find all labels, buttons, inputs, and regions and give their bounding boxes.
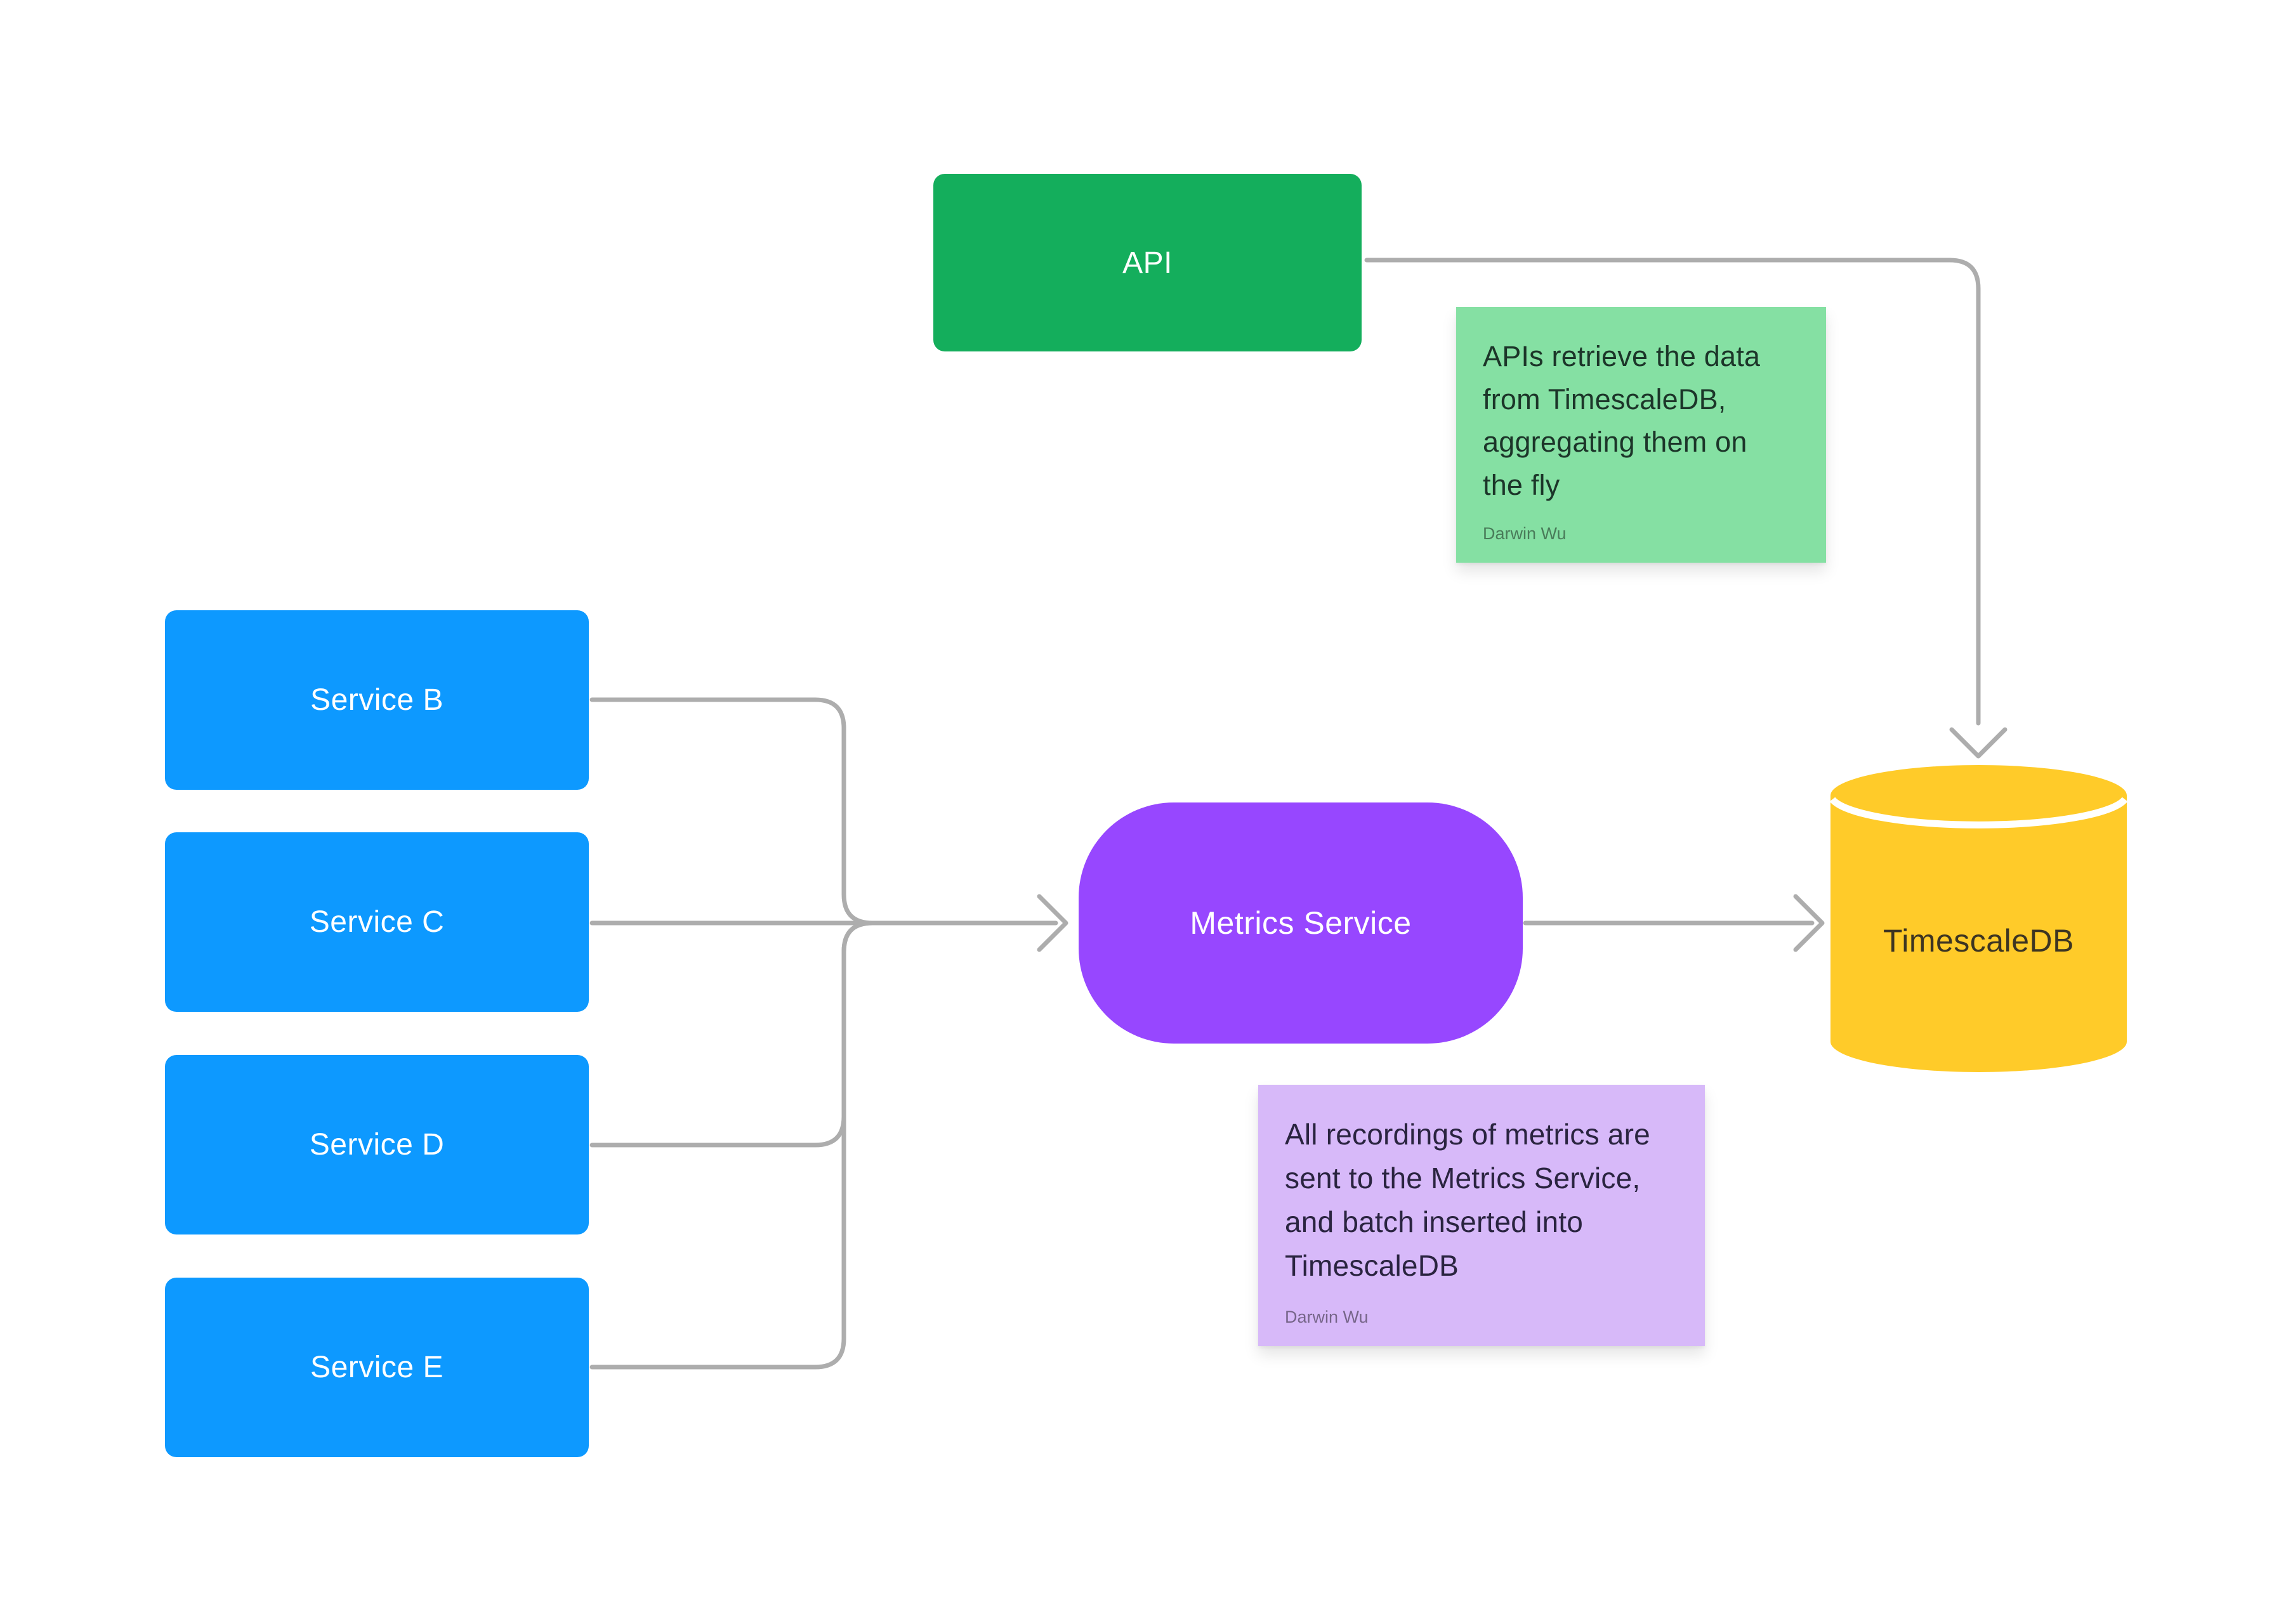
node-service-c-label: Service C	[309, 905, 445, 939]
node-api-label: API	[1122, 246, 1173, 280]
sticky-note-api-author: Darwin Wu	[1483, 524, 1567, 543]
sticky-note-metrics[interactable]: All recordings of metrics are sent to th…	[1258, 1085, 1705, 1346]
arrowhead-into-db	[1793, 894, 1825, 952]
sticky-note-api[interactable]: APIs retrieve the data from TimescaleDB,…	[1456, 307, 1826, 563]
arrowhead-into-metrics	[1037, 894, 1068, 952]
connector-service-b	[589, 697, 875, 926]
node-service-c[interactable]: Service C	[165, 832, 589, 1012]
database-cylinder-icon	[1830, 765, 2127, 1072]
node-service-d-label: Service D	[309, 1128, 445, 1162]
node-api[interactable]: API	[933, 174, 1362, 351]
node-timescaledb-label: TimescaleDB	[1883, 923, 2074, 959]
node-metrics-service[interactable]: Metrics Service	[1079, 802, 1523, 1044]
sticky-note-api-text: APIs retrieve the data from TimescaleDB,…	[1483, 340, 1761, 501]
connector-service-e	[589, 920, 875, 1370]
node-metrics-service-label: Metrics Service	[1190, 905, 1412, 941]
node-service-b-label: Service B	[310, 683, 444, 717]
node-service-d[interactable]: Service D	[165, 1055, 589, 1234]
node-timescaledb[interactable]: TimescaleDB	[1830, 765, 2127, 1072]
sticky-note-metrics-text: All recordings of metrics are sent to th…	[1285, 1118, 1650, 1282]
arrowhead-api-into-db	[1949, 727, 2008, 759]
sticky-note-metrics-author: Darwin Wu	[1285, 1307, 1369, 1326]
node-service-b[interactable]: Service B	[165, 610, 589, 790]
node-service-e-label: Service E	[310, 1351, 444, 1384]
connector-service-d	[589, 920, 875, 1148]
node-service-e[interactable]: Service E	[165, 1278, 589, 1457]
